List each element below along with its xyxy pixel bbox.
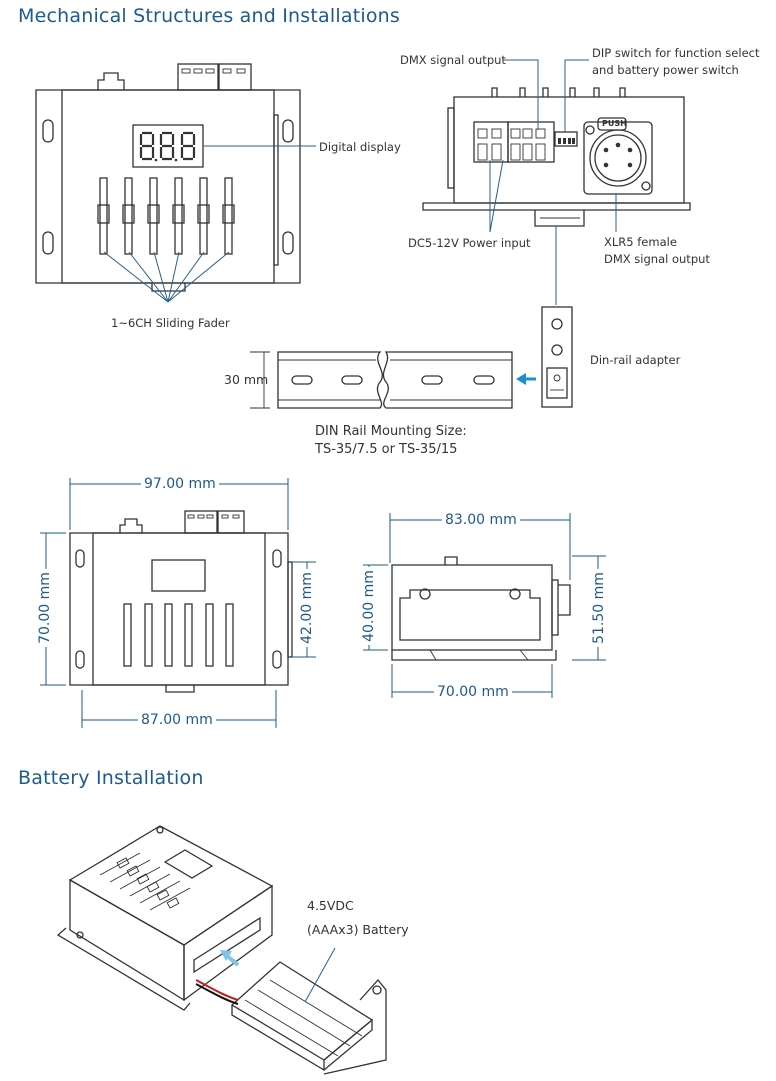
height-40-dim: 40.00 mm [360, 567, 377, 645]
height-51-dim: 51.50 mm [590, 569, 607, 647]
battery-label: 4.5VDC (AAAx3) Battery [307, 894, 409, 942]
dmx-signal-output-label: DMX signal output [400, 53, 506, 67]
side-dimension-view [363, 513, 606, 698]
depth-83-dim: 83.00 mm [442, 512, 520, 528]
din-size-label-line1: DIN Rail Mounting Size: [315, 424, 467, 439]
battery-label-line1: 4.5VDC [307, 898, 354, 913]
height-70-dim: 70.00 mm [36, 569, 53, 647]
dip-switch-label-line1: DIP switch for function select [592, 46, 760, 60]
width-87-dim: 87.00 mm [138, 712, 216, 728]
height-42-dim: 42.00 mm [298, 569, 315, 647]
battery-title: Battery Installation [18, 767, 204, 789]
dip-switch-label: DIP switch for function select and batte… [592, 45, 759, 79]
front-dimension-view [40, 478, 316, 728]
digital-display-label: Digital display [319, 140, 401, 154]
din-size-label-line2: TS-35/7.5 or TS-35/15 [315, 442, 458, 457]
din-rail [250, 306, 573, 409]
sliding-fader-label: 1~6CH Sliding Fader [111, 316, 230, 330]
rail-height-label: 30 mm [224, 372, 269, 387]
width-97-dim: 97.00 mm [141, 476, 219, 492]
xlr5-label: XLR5 female DMX signal output [604, 234, 710, 268]
battery-view [56, 825, 387, 1075]
xlr5-label-line1: XLR5 female [604, 235, 677, 249]
xlr5-label-line2: DMX signal output [604, 252, 710, 266]
depth-70-dim: 70.00 mm [434, 684, 512, 700]
din-rail-adapter-label: Din-rail adapter [590, 353, 681, 367]
mechanical-title: Mechanical Structures and Installations [18, 5, 400, 27]
side-view [422, 59, 691, 305]
din-size-label: DIN Rail Mounting Size: TS-35/7.5 or TS-… [315, 423, 467, 459]
push-label: PUSH [602, 119, 627, 128]
power-input-label: DC5-12V Power input [408, 236, 531, 250]
dip-switch-label-line2: and battery power switch [592, 63, 739, 77]
front-view [35, 63, 316, 303]
battery-label-line2: (AAAx3) Battery [307, 922, 409, 937]
